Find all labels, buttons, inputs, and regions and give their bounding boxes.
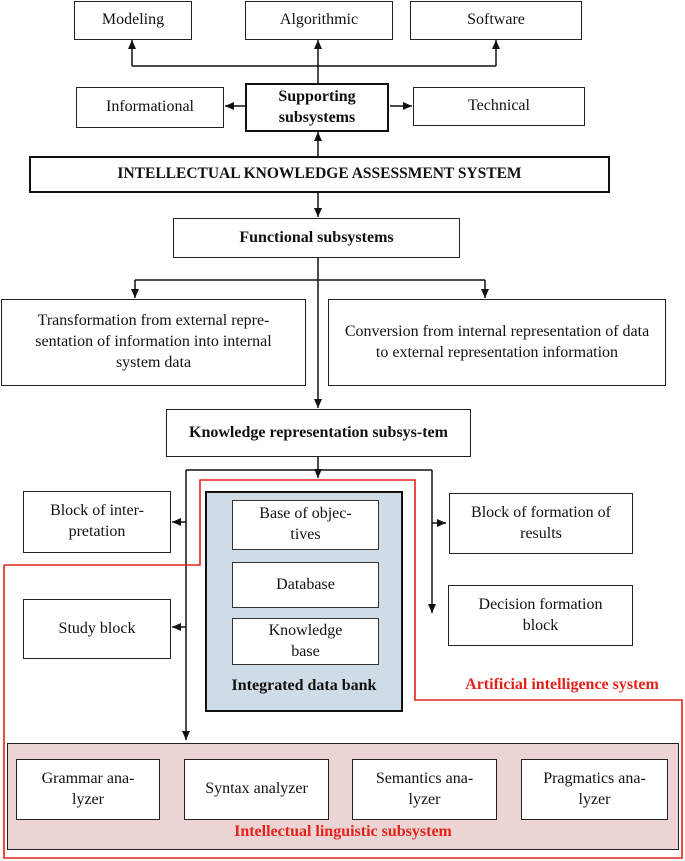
technical-box: Technical xyxy=(413,87,585,126)
knowledge-base-label: Knowledge base xyxy=(268,621,343,660)
modeling-box: Modeling xyxy=(74,1,192,40)
data-bank-title: Integrated data bank xyxy=(231,677,377,694)
semantics-analyzer-label: Semantics ana-lyzer xyxy=(375,769,474,808)
software-box: Software xyxy=(410,1,582,40)
ai-system-boundary xyxy=(3,479,683,859)
technical-label: Technical xyxy=(468,97,530,115)
interpretation-label: Block of inter-pretation xyxy=(50,502,144,540)
decision-formation-label: Decision formation block xyxy=(478,595,603,634)
informational-label: Informational xyxy=(106,98,194,116)
knowledge-representation-label: Knowledge representation subsys-tem xyxy=(189,423,448,441)
main-system-title: INTELLECTUAL KNOWLEDGE ASSESSMENT SYSTEM xyxy=(117,165,522,183)
main-system-box: INTELLECTUAL KNOWLEDGE ASSESSMENT SYSTEM xyxy=(29,156,610,193)
pragmatics-analyzer-label: Pragmatics ana-lyzer xyxy=(543,769,646,808)
pragmatics-analyzer-box: Pragmatics ana-lyzer xyxy=(521,759,668,820)
syntax-analyzer-box: Syntax analyzer xyxy=(184,759,329,820)
transformation-left-label: Transformation from external repre-senta… xyxy=(35,312,272,371)
modeling-label: Modeling xyxy=(101,11,165,29)
objectives-base-label: Base of objec-tives xyxy=(259,505,352,543)
formation-results-label: Block of formation of results xyxy=(471,503,611,542)
functional-subsystems-label: Functional subsystems xyxy=(239,228,394,246)
transformation-left-box: Transformation from external repre-senta… xyxy=(1,299,306,386)
formation-results-block: Block of formation of results xyxy=(449,493,633,554)
decision-formation-block: Decision formation block xyxy=(448,585,633,646)
database-box: Database xyxy=(232,562,379,608)
objectives-base-box: Base of objec-tives xyxy=(232,500,379,550)
software-label: Software xyxy=(467,11,525,29)
linguistic-subsystem-title: Intellectual linguistic subsystem xyxy=(234,823,452,840)
grammar-analyzer-box: Grammar ana-lyzer xyxy=(16,759,160,820)
transformation-right-label: Conversion from internal representation … xyxy=(344,322,650,361)
knowledge-representation-box: Knowledge representation subsys-tem xyxy=(166,409,471,457)
semantics-analyzer-box: Semantics ana-lyzer xyxy=(352,759,497,820)
supporting-subsystems-box: Supporting subsystems xyxy=(245,83,389,132)
algorithmic-box: Algorithmic xyxy=(245,1,393,40)
grammar-analyzer-label: Grammar ana-lyzer xyxy=(41,769,135,808)
algorithmic-label: Algorithmic xyxy=(279,11,359,29)
ai-system-label: Artificial intelligence system xyxy=(465,676,659,693)
study-label: Study block xyxy=(58,619,136,637)
supporting-subsystems-label: Supporting subsystems xyxy=(278,87,356,126)
study-block: Study block xyxy=(23,599,171,659)
informational-box: Informational xyxy=(76,87,224,128)
database-label: Database xyxy=(276,575,335,593)
functional-subsystems-box: Functional subsystems xyxy=(173,218,460,258)
knowledge-base-box: Knowledge base xyxy=(232,618,379,665)
transformation-right-box: Conversion from internal representation … xyxy=(328,299,666,386)
syntax-analyzer-label: Syntax analyzer xyxy=(205,780,308,798)
interpretation-block: Block of inter-pretation xyxy=(23,491,171,553)
